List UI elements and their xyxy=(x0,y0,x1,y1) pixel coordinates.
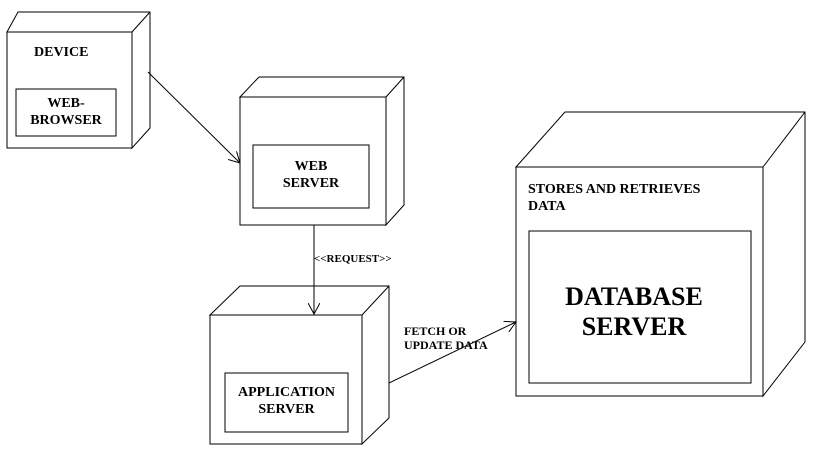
web-browser-component-box xyxy=(15,88,117,137)
device-to-web-server-arrow xyxy=(147,71,240,163)
request-label: <<REQUEST>> xyxy=(314,253,392,265)
fetch-update-label: FETCH OR UPDATE DATA xyxy=(404,324,488,353)
application-server-component-box xyxy=(224,372,349,433)
web-browser-label: WEB- BROWSER xyxy=(30,96,102,128)
device-title: DEVICE xyxy=(34,45,89,60)
application-server-node xyxy=(208,285,390,446)
web-server-component-box xyxy=(252,144,370,209)
application-server-to-database-arrow xyxy=(388,322,516,384)
web-server-node xyxy=(238,76,405,227)
database-server-component-box xyxy=(528,230,752,384)
database-node-title: STORES AND RETRIEVES DATA xyxy=(528,182,701,214)
web-server-label: WEB SERVER xyxy=(282,159,340,191)
database-server-node xyxy=(514,111,806,398)
application-server-label: APPLICATION SERVER xyxy=(238,385,335,417)
database-server-label: DATABASE SERVER xyxy=(565,282,703,341)
device-node xyxy=(6,11,151,150)
